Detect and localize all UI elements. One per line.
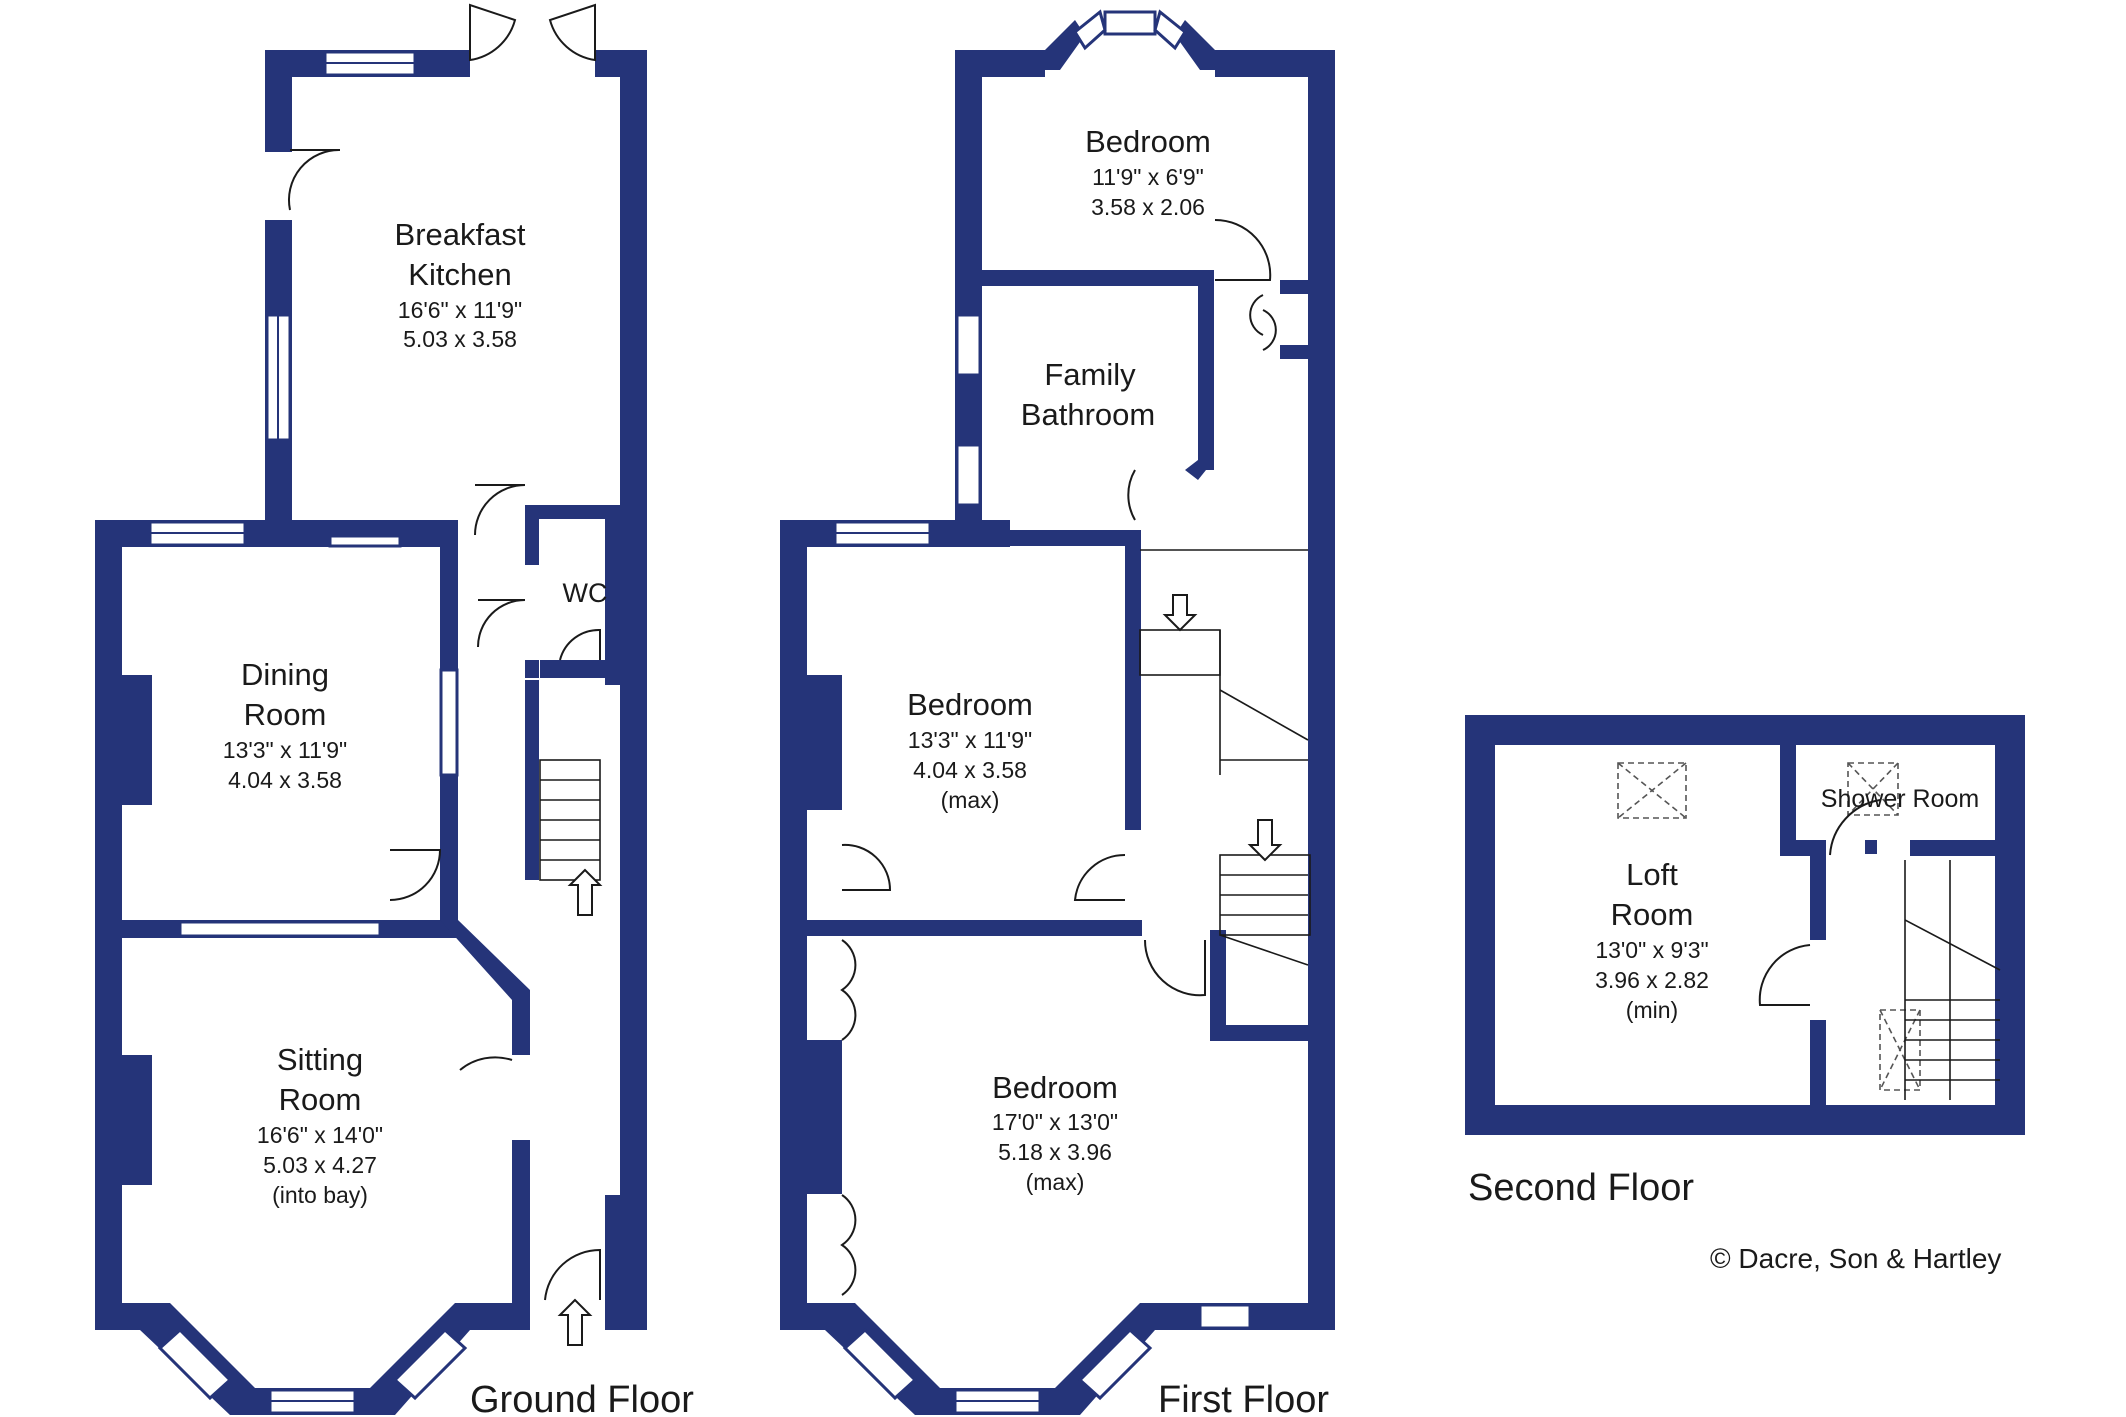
loft-imperial: 13'0" x 9'3"	[1595, 937, 1708, 963]
loft-metric: 3.96 x 2.82	[1595, 967, 1709, 993]
second-floor-plan	[1465, 715, 2025, 1135]
wc-name: WC	[563, 578, 608, 608]
ground-floor-label: Ground Floor	[470, 1379, 694, 1417]
bathroom-name-line1: Family	[1044, 357, 1136, 392]
bedroom-rear-name: Bedroom	[1085, 124, 1211, 159]
ground-floor-plan	[95, 3, 647, 1415]
bedroom-rear-metric: 3.58 x 2.06	[1091, 194, 1205, 220]
dining-name-line1: Dining	[241, 657, 329, 692]
copyright-notice: © Dacre, Son & Hartley	[1710, 1243, 2001, 1274]
kitchen-metric: 5.03 x 3.58	[403, 326, 517, 352]
bedroom-middle-note: (max)	[941, 787, 1000, 813]
bedroom-front-metric: 5.18 x 3.96	[998, 1139, 1112, 1165]
bedroom-middle-metric: 4.04 x 3.58	[913, 757, 1027, 783]
bathroom-name-line2: Bathroom	[1021, 397, 1155, 432]
bedroom-middle-imperial: 13'3" x 11'9"	[908, 727, 1032, 753]
sitting-note: (into bay)	[272, 1182, 368, 1208]
bedroom-front-name: Bedroom	[992, 1070, 1118, 1105]
bedroom-front-note: (max)	[1026, 1169, 1085, 1195]
sitting-imperial: 16'6" x 14'0"	[257, 1122, 383, 1148]
second-floor-label: Second Floor	[1468, 1167, 1694, 1209]
room-labels: Breakfast Kitchen 16'6" x 11'9" 5.03 x 3…	[223, 124, 1979, 1208]
loft-name-line1: Loft	[1626, 857, 1678, 892]
sitting-metric: 5.03 x 4.27	[263, 1152, 377, 1178]
dining-name-line2: Room	[244, 697, 327, 732]
loft-name-line2: Room	[1611, 897, 1694, 932]
dining-imperial: 13'3" x 11'9"	[223, 737, 347, 763]
dining-metric: 4.04 x 3.58	[228, 767, 342, 793]
first-floor-label: First Floor	[1158, 1379, 1329, 1417]
sitting-name-line2: Room	[279, 1082, 362, 1117]
kitchen-name-line1: Breakfast	[395, 217, 526, 252]
sitting-name-line1: Sitting	[277, 1042, 363, 1077]
bedroom-rear-imperial: 11'9" x 6'9"	[1092, 164, 1204, 190]
kitchen-name-line2: Kitchen	[408, 257, 511, 292]
shower-room-name: Shower Room	[1821, 785, 1979, 813]
kitchen-imperial: 16'6" x 11'9"	[398, 297, 522, 323]
bedroom-front-imperial: 17'0" x 13'0"	[992, 1109, 1118, 1135]
bedroom-middle-name: Bedroom	[907, 687, 1033, 722]
loft-note: (min)	[1626, 997, 1678, 1023]
first-floor-plan	[780, 9, 1335, 1415]
